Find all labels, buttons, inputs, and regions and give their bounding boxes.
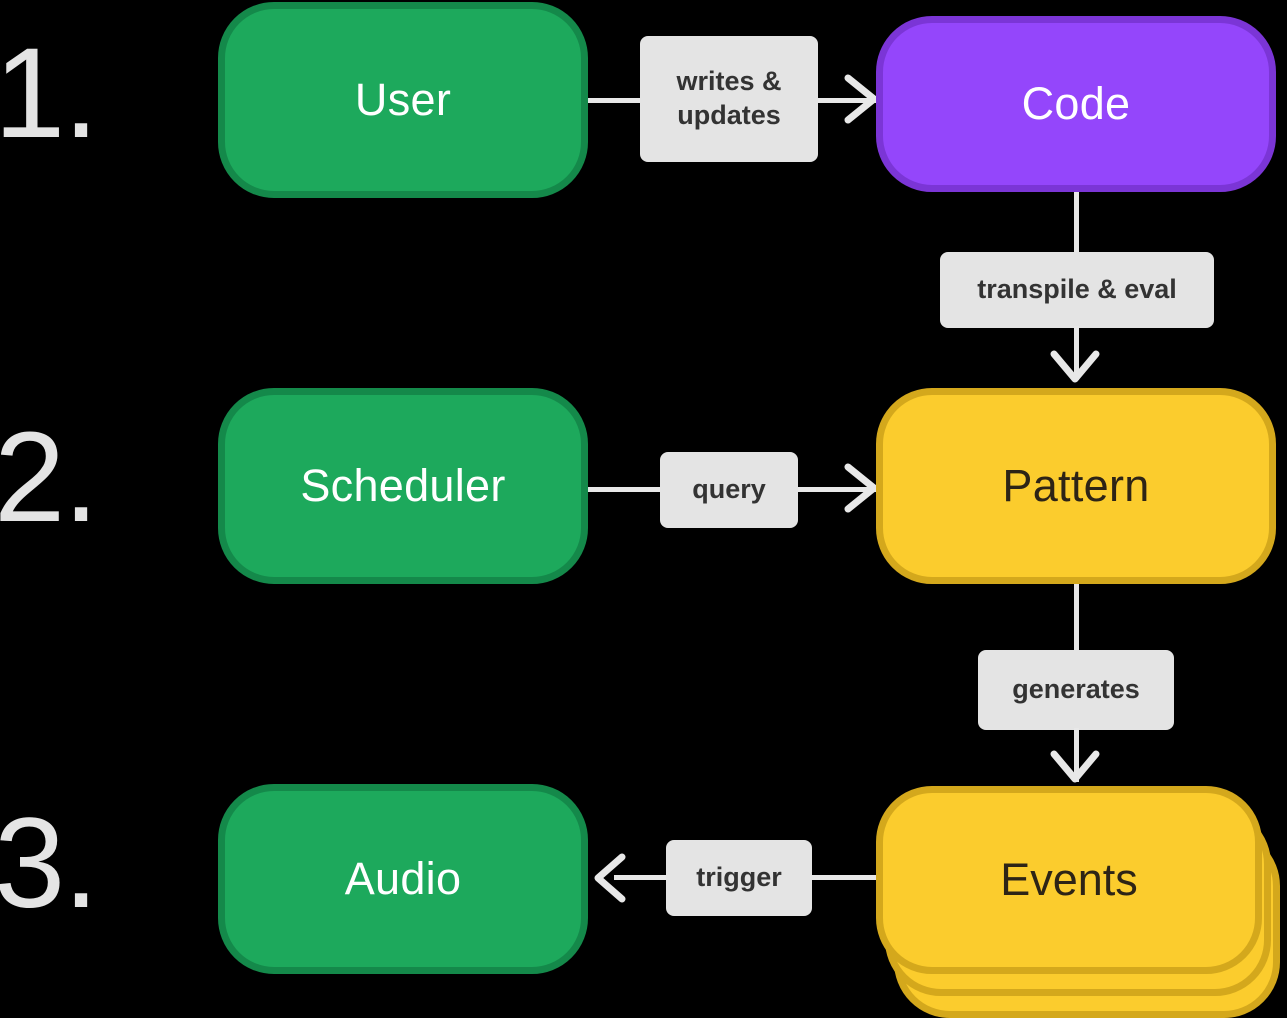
node-audio[interactable]: Audio [218,784,588,974]
node-user-label: User [354,74,452,125]
step-number-1: 1. [0,22,99,165]
node-events-label: Events [1000,854,1138,905]
step-number-2: 2. [0,406,99,549]
edge-events-audio-line-right [810,875,902,880]
edge-scheduler-pattern-line-right [798,487,876,492]
edge-pattern-events-line-top [1074,584,1079,650]
arrowhead-right-scheduler-pattern [844,463,878,513]
edge-label-trigger: trigger [666,840,812,916]
edge-label-generates: generates [978,650,1174,730]
edge-scheduler-pattern-line-left [588,487,664,492]
edge-pattern-events-line-bottom [1074,728,1079,782]
arrowhead-down-code-pattern [1050,350,1100,383]
node-pattern[interactable]: Pattern [876,388,1276,584]
step-number-3: 3. [0,792,99,935]
edge-user-code-line-right [818,98,876,103]
node-user[interactable]: User [218,2,588,198]
node-code-label: Code [1021,78,1131,129]
arrowhead-right-user-code [844,74,878,124]
node-events[interactable]: Events [876,786,1280,1018]
edge-code-pattern-line-bottom [1074,326,1079,380]
node-events-stack-layer-1: Events [876,786,1262,974]
node-scheduler-label: Scheduler [300,460,506,511]
node-audio-label: Audio [344,853,462,904]
edge-label-query: query [660,452,798,528]
edge-code-pattern-line-top [1074,192,1079,256]
arrowhead-left-events-audio [594,853,626,903]
edge-label-transpile-eval: transpile & eval [940,252,1214,328]
node-scheduler[interactable]: Scheduler [218,388,588,584]
arrowhead-down-pattern-events [1050,750,1100,783]
edge-user-code-line-left [588,98,644,103]
edge-label-writes-updates: writes & updates [640,36,818,162]
node-pattern-label: Pattern [1002,460,1150,511]
node-code[interactable]: Code [876,16,1276,192]
edge-events-audio-line-left [614,875,670,880]
